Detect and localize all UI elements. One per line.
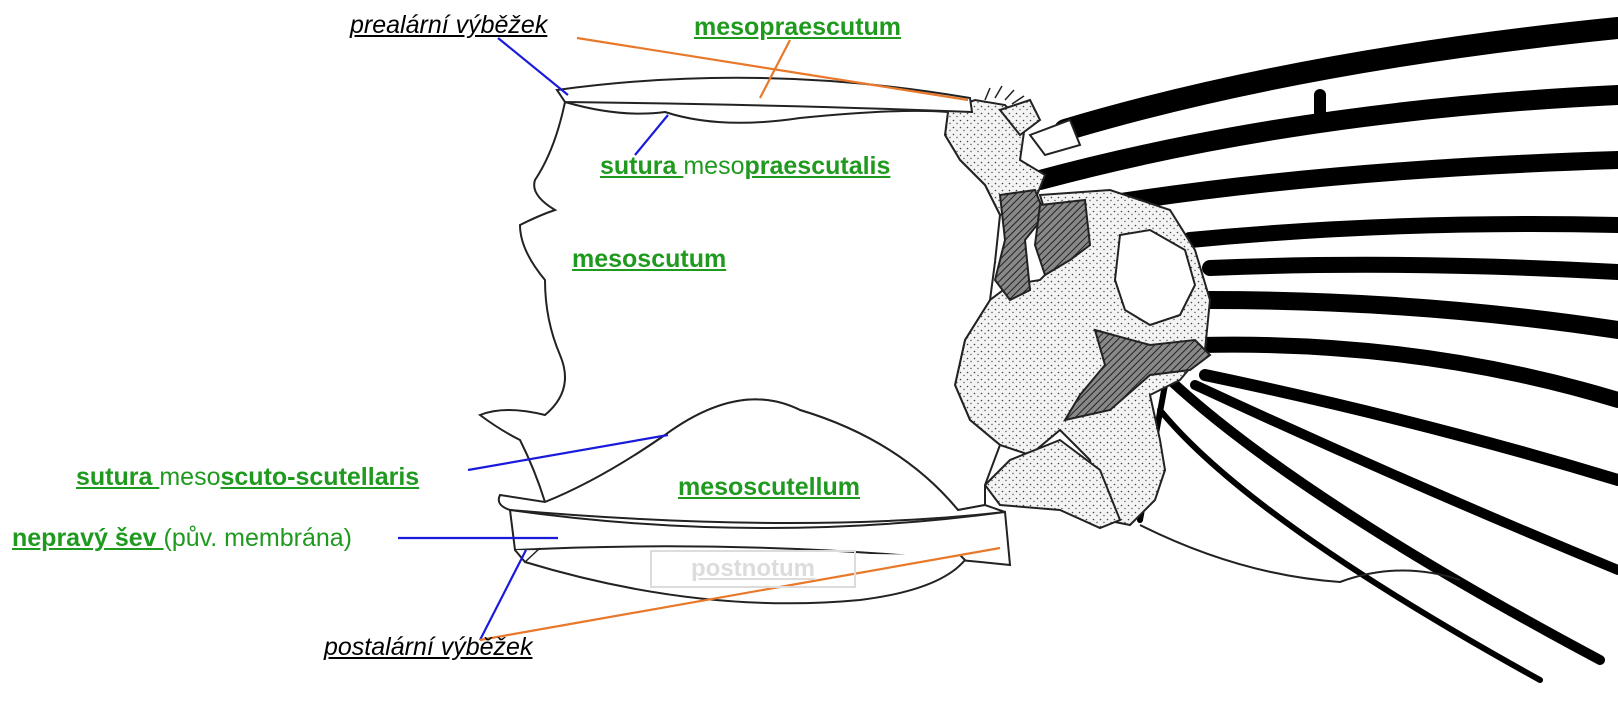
label-mesopraescutum: mesopraescutum — [694, 12, 901, 42]
label-postnotum: postnotum — [650, 550, 856, 588]
label-nepravy-sev: nepravý šev (pův. membrána) — [12, 523, 352, 553]
label-mesoscutellum: mesoscutellum — [678, 472, 860, 502]
label-sutura-mesopraescutalis: sutura mesopraescutalis — [600, 151, 890, 181]
nepravy-sev-word: nepravý šev — [12, 524, 164, 552]
label-mesoscutum: mesoscutum — [572, 244, 726, 274]
pointer-postalar-blue — [480, 550, 526, 640]
meso-prefix: meso — [159, 463, 220, 491]
label-sutura-mesoscuto-scutellaris: sutura mesoscuto-scutellaris — [76, 462, 419, 492]
meso-prefix: meso — [683, 152, 744, 180]
scuto-scutellaris-word: scuto-scutellaris — [221, 463, 420, 491]
sutura-word: sutura — [76, 463, 159, 491]
setae — [985, 86, 1024, 104]
pointer-prealar-blue — [498, 38, 568, 95]
label-prealar: prealární výběžek — [350, 10, 547, 40]
sutura-word: sutura — [600, 152, 683, 180]
praescutalis-word: praescutalis — [745, 152, 891, 180]
label-postalar: postalární výběžek — [324, 632, 532, 662]
membrane-note: (pův. membrána) — [164, 524, 353, 552]
